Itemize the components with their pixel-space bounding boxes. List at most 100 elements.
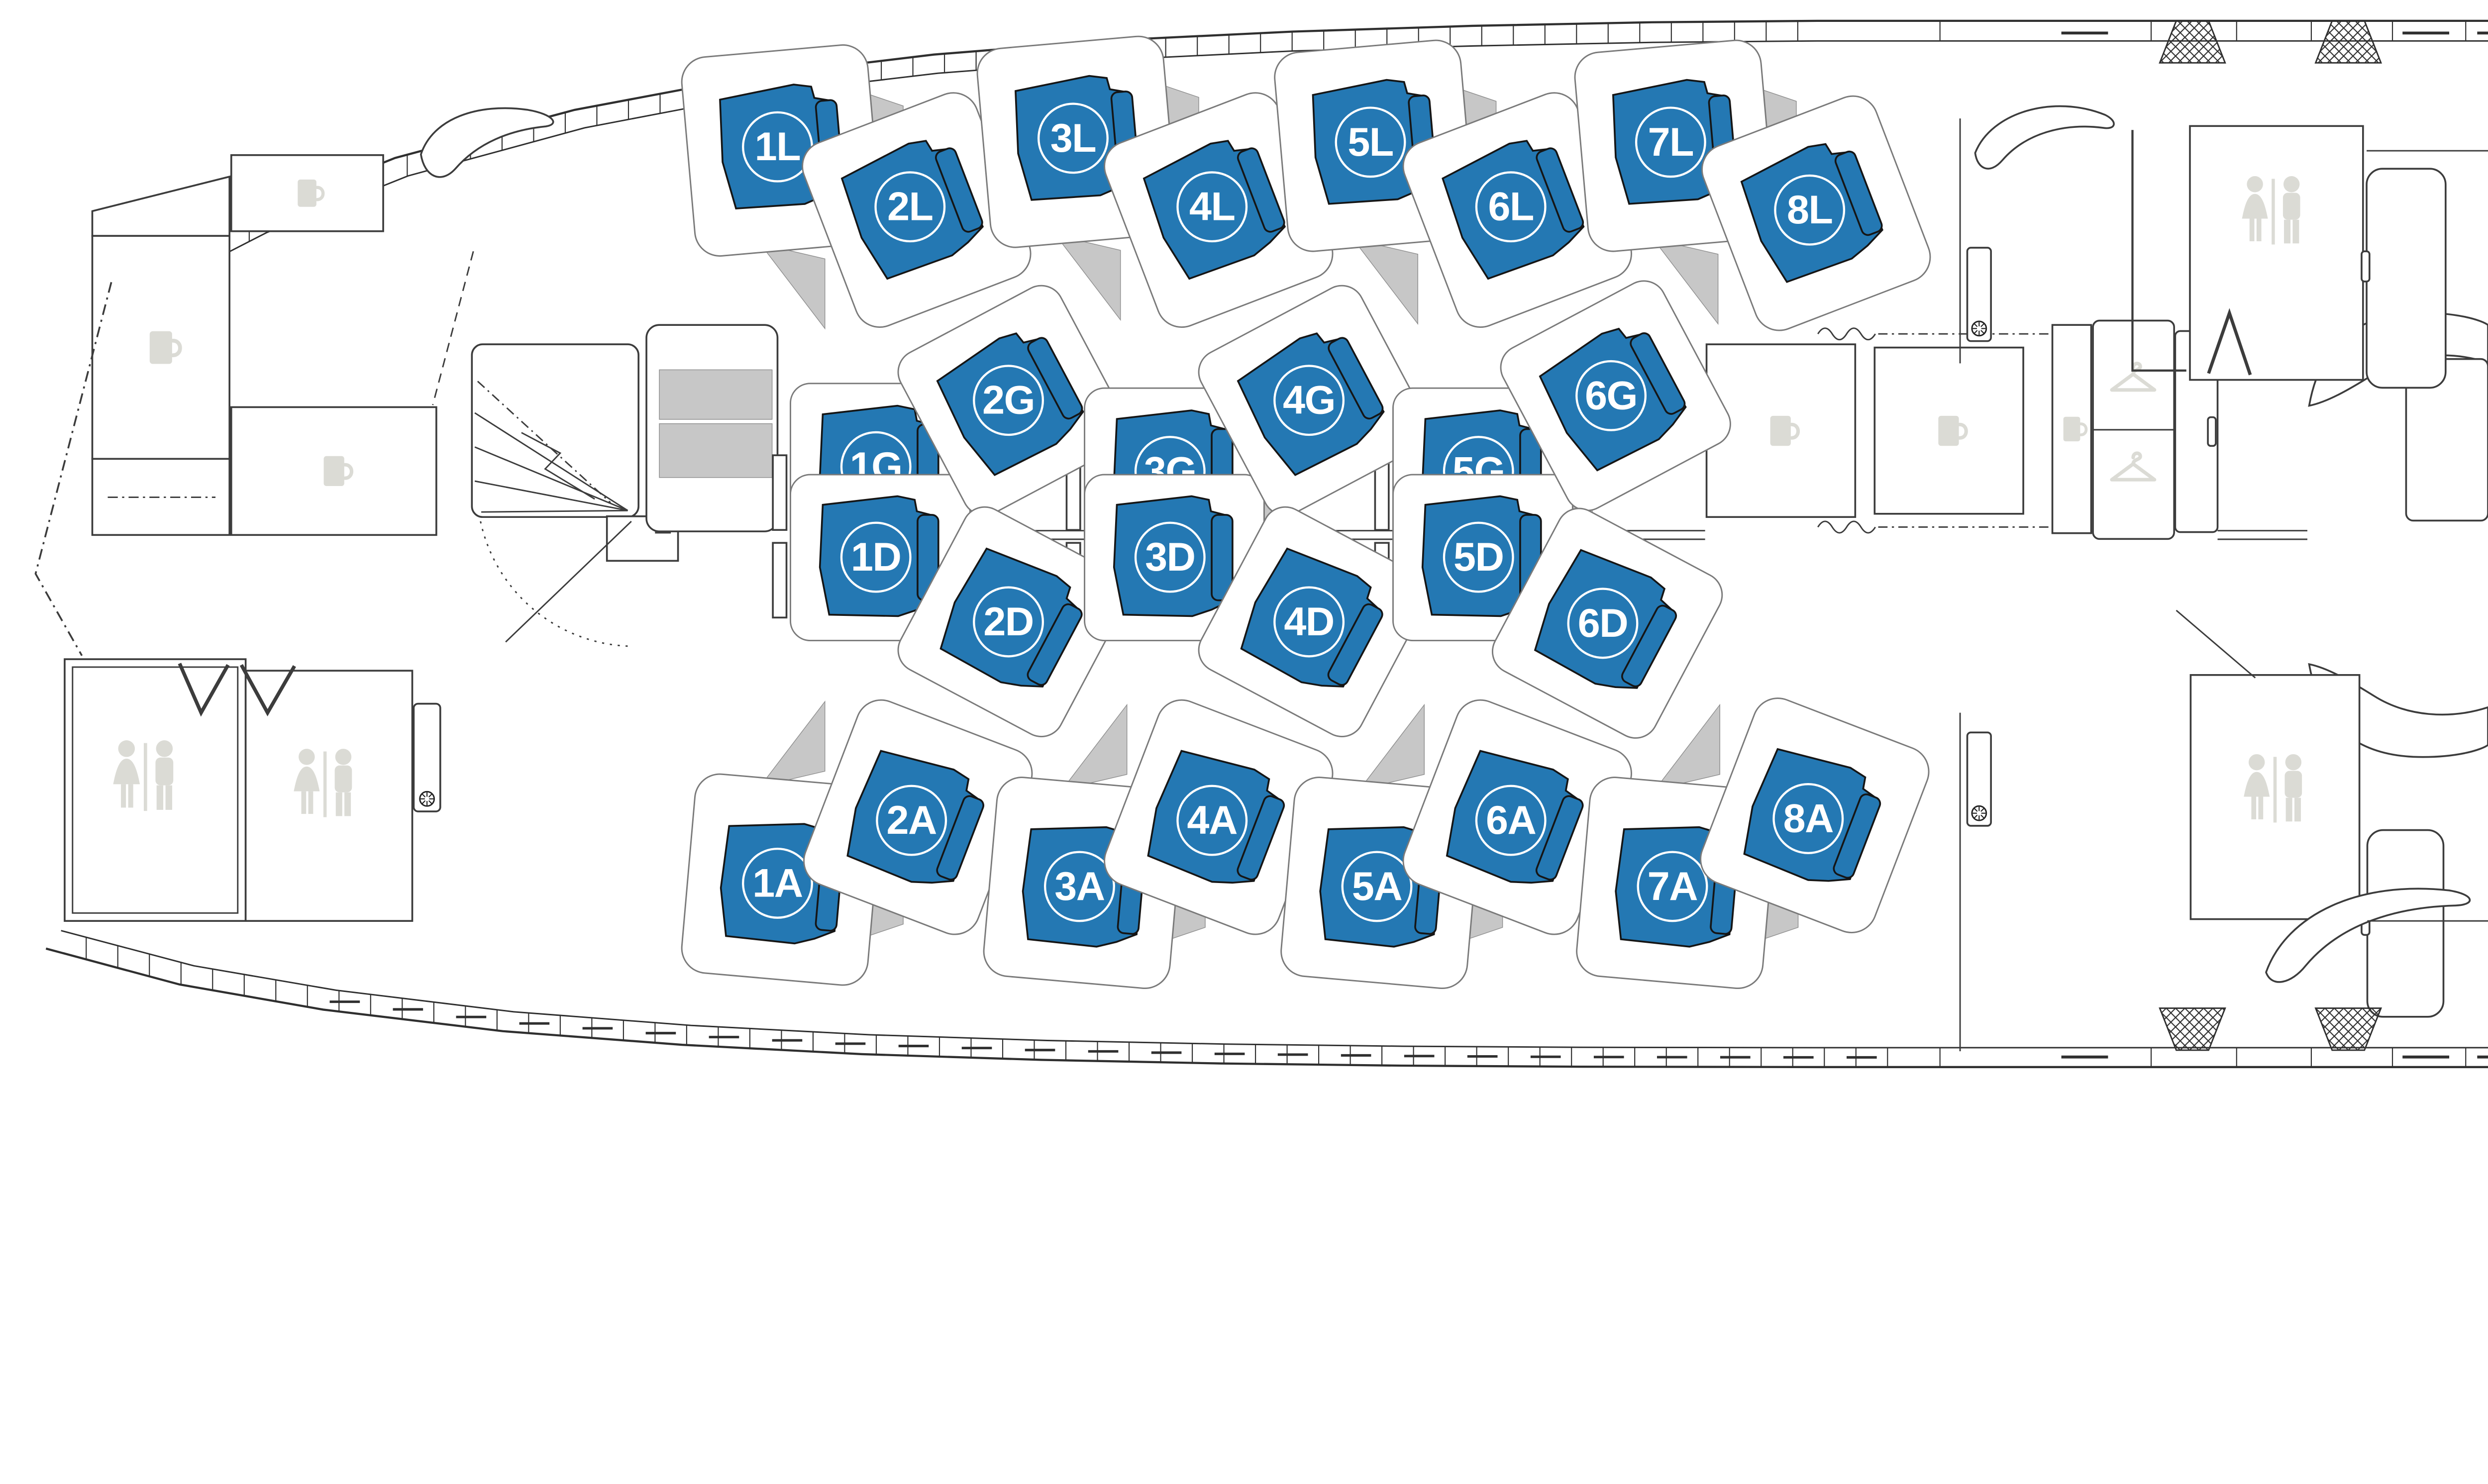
break-line	[1817, 327, 2051, 534]
seat-2G[interactable]: 2G	[890, 278, 1136, 523]
nose-cut-line	[34, 282, 112, 656]
seat-label-ring	[973, 365, 1044, 436]
door-handle	[2207, 416, 2217, 447]
seat-4A[interactable]: 4A	[1097, 693, 1340, 941]
crosshatch-icon	[2159, 1007, 2226, 1051]
seat-armrest	[1328, 337, 1384, 420]
lavatory-wall-inner	[72, 666, 239, 914]
seat-armrest	[1621, 604, 1677, 688]
door-handle	[2361, 250, 2371, 283]
seat-label-ring	[742, 847, 813, 919]
seat-side-console	[1061, 703, 1128, 791]
seat-armrest	[1237, 147, 1285, 233]
seat-armrest	[1027, 603, 1083, 686]
seat-label-ring	[874, 171, 946, 243]
seat-label: 7A	[1648, 864, 1698, 909]
seat-side-console	[1652, 238, 1719, 325]
bifold-door[interactable]	[178, 663, 230, 717]
hull-outer-bottom	[45, 947, 2488, 1069]
seat-label: 2G	[982, 378, 1035, 423]
stairs-icon	[474, 381, 628, 513]
seat-label-ring	[1176, 171, 1248, 243]
attendant-seat-icon	[419, 791, 435, 807]
bifold-door[interactable]	[239, 664, 296, 716]
seat-label-ring	[1575, 360, 1647, 431]
seat-armrest	[935, 147, 983, 233]
cabin-door-panel[interactable]	[2366, 829, 2445, 1018]
seat-label-ring	[1637, 851, 1708, 922]
lavatory-aft-top	[2189, 125, 2364, 381]
seat-4D[interactable]: 4D	[1191, 499, 1436, 744]
seat-armrest	[1630, 332, 1686, 415]
seat-armrest	[1327, 603, 1383, 686]
seat-side-console	[1654, 703, 1720, 791]
hull-inner-bottom	[61, 930, 2488, 1049]
seat-label: 1D	[851, 535, 901, 580]
console-panel	[659, 369, 773, 420]
crosshatch-icon	[2314, 20, 2383, 64]
seat-label: 2A	[886, 798, 936, 843]
cabin-door-panel[interactable]	[2366, 168, 2447, 389]
seat-label-ring	[1443, 521, 1514, 593]
seat-armrest	[1833, 793, 1881, 879]
seat-3D[interactable]: 3D	[1084, 474, 1265, 641]
seat-armrest	[1535, 795, 1584, 881]
seat-label-ring	[840, 521, 912, 593]
seat-6L[interactable]: 6L	[1396, 86, 1639, 334]
window-dashes	[329, 1000, 1877, 1059]
open-door-leaf	[2176, 609, 2256, 679]
cabin-monuments	[34, 20, 2488, 1059]
seat-armrest	[1237, 795, 1285, 881]
seat-8L[interactable]: 8L	[1695, 89, 1938, 337]
attendant-seat-panel	[413, 702, 441, 812]
seat-label-ring	[973, 586, 1044, 658]
seat-4L[interactable]: 4L	[1097, 86, 1340, 334]
seat-6A[interactable]: 6A	[1396, 693, 1639, 941]
seat-label: 4L	[1189, 185, 1235, 229]
seat-label: 5L	[1348, 120, 1393, 165]
attendant-seat-icon	[1971, 805, 1987, 821]
attendant-seat-icon	[1971, 320, 1987, 337]
seat-label-ring	[876, 785, 947, 856]
seat-label-ring	[1772, 783, 1844, 854]
seat-label-ring	[1774, 174, 1846, 246]
seat-armrest	[936, 795, 985, 881]
seat-label: 4G	[1283, 378, 1335, 423]
curtain-partition	[432, 251, 474, 405]
seat-8A[interactable]: 8A	[1693, 691, 1936, 940]
seat-label: 5D	[1453, 535, 1503, 580]
seat-label: 8L	[1787, 188, 1832, 232]
lavatory-wall	[2131, 130, 2186, 372]
seat-side-console	[1352, 238, 1419, 325]
seat-6G[interactable]: 6G	[1493, 273, 1738, 518]
bifold-door[interactable]	[2207, 308, 2252, 376]
attendant-seat-panel	[1966, 247, 1992, 342]
seat-label: 7L	[1648, 120, 1693, 165]
seat-6D[interactable]: 6D	[1485, 500, 1730, 746]
crosshatch-icon	[2159, 20, 2226, 64]
seat-label: 2L	[887, 185, 933, 229]
lavatory-forward-left	[64, 658, 247, 922]
seat-label: 4D	[1284, 599, 1334, 644]
seat-label-ring	[1475, 171, 1547, 243]
door-slide	[2265, 888, 2471, 983]
seat-label: 6G	[1585, 373, 1637, 418]
seat-label-ring	[1176, 785, 1248, 856]
seat-label-ring	[1635, 106, 1706, 178]
seat-2D[interactable]: 2D	[890, 499, 1136, 744]
seat-2A[interactable]: 2A	[797, 693, 1039, 941]
seat-label: 5A	[1352, 864, 1402, 909]
seat-side-console	[1055, 234, 1121, 321]
console-panel	[659, 423, 773, 478]
seat-side-console	[759, 700, 826, 787]
seat-label: 4A	[1187, 798, 1238, 843]
seat-side-console	[759, 243, 826, 330]
seat-label: 6L	[1488, 185, 1533, 229]
open-door-leaf	[505, 520, 632, 643]
seat-4G[interactable]: 4G	[1191, 278, 1436, 523]
seat-armrest	[1536, 147, 1584, 233]
seat-label: 3D	[1145, 535, 1195, 580]
exit-door-markings	[2061, 31, 2488, 1059]
seat-label: 1L	[755, 124, 800, 169]
